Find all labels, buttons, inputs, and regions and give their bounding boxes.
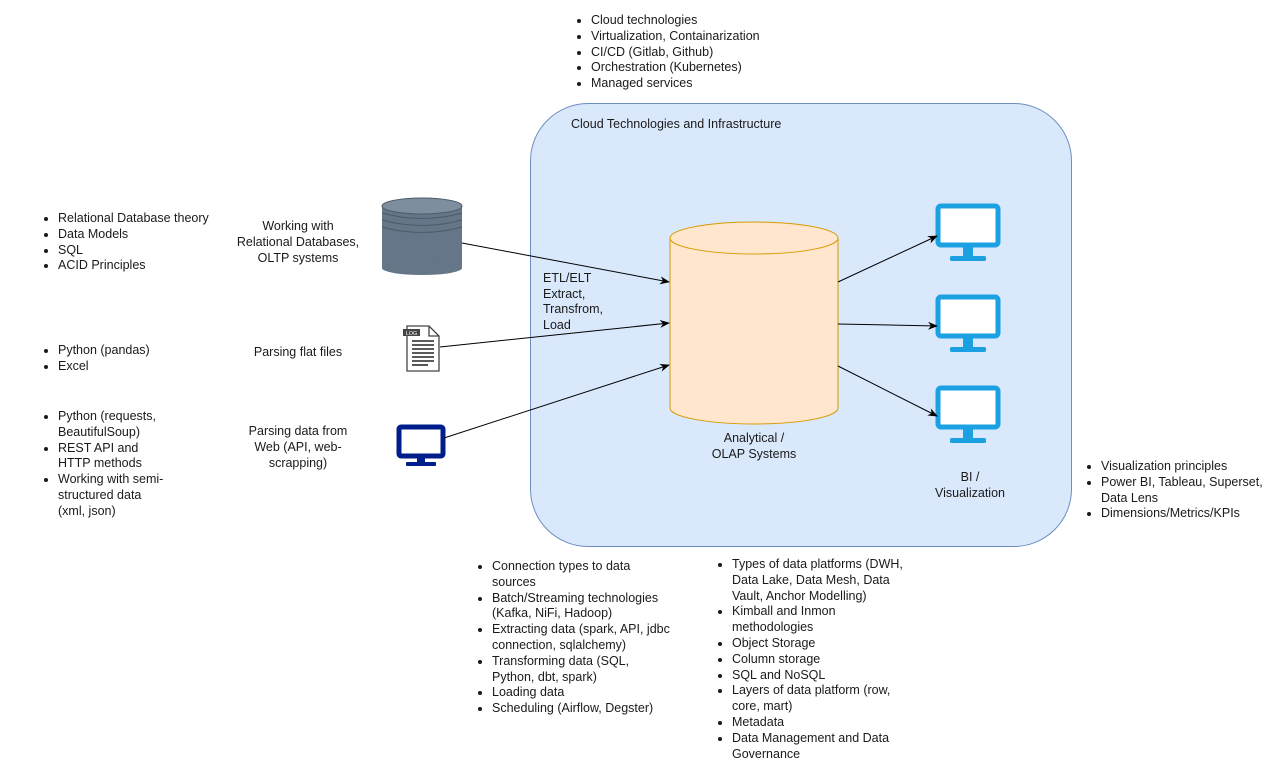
label-line: Working with: [262, 219, 334, 233]
top-bullet-list: Cloud technologies Virtualization, Conta…: [573, 13, 833, 92]
list-item: Relational Database theory: [58, 211, 230, 227]
list-item: Power BI, Tableau, Superset, Data Lens: [1101, 475, 1278, 507]
etl-label: ETL/ELT Extract, Transfrom, Load: [543, 271, 603, 333]
flat-files-bullet-list: Python (pandas) Excel: [40, 343, 230, 375]
web-bullet-list: Python (requests, BeautifulSoup) REST AP…: [40, 409, 170, 520]
list-item: Visualization principles: [1101, 459, 1278, 475]
list-item: Metadata: [732, 715, 919, 731]
list-item: Kimball and Inmon methodologies: [732, 604, 919, 636]
list-item: Column storage: [732, 652, 919, 668]
list-item: Data Models: [58, 227, 230, 243]
label-line: Load: [543, 317, 571, 332]
monitor-icon: [935, 385, 1001, 443]
label-line: Analytical /: [723, 431, 785, 445]
list-item: Cloud technologies: [591, 13, 833, 29]
label-line: Visualization: [935, 486, 1005, 500]
list-item: CI/CD (Gitlab, Github): [591, 45, 833, 61]
list-item: Data Management and Data Governance: [732, 731, 919, 763]
list-item: Scheduling (Airflow, Degster): [492, 701, 674, 717]
arrow-olap-to-bi-2: [837, 321, 938, 330]
olap-label: Analytical / OLAP Systems: [684, 430, 824, 462]
bi-bullet-list: Visualization principles Power BI, Table…: [1083, 459, 1278, 522]
log-file-icon: LOG: [403, 325, 440, 372]
list-item: Extracting data (spark, API, jdbc connec…: [492, 622, 674, 654]
list-item: ACID Principles: [58, 258, 230, 274]
label-line: Extract,: [543, 286, 586, 301]
label-line: BI /: [960, 470, 980, 484]
bi-label: BI / Visualization: [915, 469, 1025, 501]
monitor-icon: [935, 294, 1001, 352]
relational-bullet-list: Relational Database theory Data Models S…: [40, 211, 230, 274]
list-item: SQL: [58, 243, 230, 259]
list-item: Dimensions/Metrics/KPIs: [1101, 506, 1278, 522]
list-item: Managed services: [591, 76, 833, 92]
list-item: Transforming data (SQL, Python, dbt, spa…: [492, 654, 674, 686]
list-item: Layers of data platform (row, core, mart…: [732, 683, 919, 715]
list-item: Excel: [58, 359, 230, 375]
list-item: Batch/Streaming technologies (Kafka, NiF…: [492, 591, 674, 623]
arrow-file-to-olap: [439, 319, 670, 348]
label-line: OLAP Systems: [711, 447, 797, 461]
olap-cylinder: [669, 221, 839, 425]
list-item: Object Storage: [732, 636, 919, 652]
cloud-title: Cloud Technologies and Infrastructure: [571, 117, 782, 131]
arrow-db-to-olap: [461, 242, 670, 285]
arrow-web-to-olap: [443, 363, 670, 439]
relational-label: Working with Relational Databases, OLTP …: [228, 218, 368, 266]
web-label: Parsing data from Web (API, web- scrappi…: [238, 423, 358, 471]
platform-bullet-list: Types of data platforms (DWH, Data Lake,…: [714, 557, 919, 762]
list-item: Virtualization, Containarization: [591, 29, 833, 45]
list-item: REST API and HTTP methods: [58, 441, 170, 473]
label-line: ETL/ELT: [543, 271, 592, 285]
log-icon-text: LOG: [406, 331, 418, 337]
list-item: Working with semi-structured data (xml, …: [58, 472, 170, 519]
arrow-olap-to-bi-1: [837, 235, 938, 283]
list-item: Connection types to data sources: [492, 559, 674, 591]
list-item: Python (pandas): [58, 343, 230, 359]
list-item: Loading data: [492, 685, 674, 701]
list-item: Orchestration (Kubernetes): [591, 60, 833, 76]
label-line: Transfrom,: [543, 302, 603, 316]
label-line: scrapping): [268, 456, 328, 470]
label-line: Web (API, web-: [254, 440, 342, 454]
monitor-icon: [396, 424, 446, 466]
label-line: Parsing data from: [248, 424, 348, 438]
list-item: SQL and NoSQL: [732, 668, 919, 684]
flat-files-label: Parsing flat files: [253, 345, 343, 359]
list-item: Types of data platforms (DWH, Data Lake,…: [732, 557, 919, 604]
arrow-olap-to-bi-3: [837, 365, 938, 417]
list-item: Python (requests, BeautifulSoup): [58, 409, 170, 441]
label-line: Relational Databases,: [236, 235, 360, 249]
monitor-icon: [935, 203, 1001, 261]
etl-bullet-list: Connection types to data sources Batch/S…: [474, 559, 674, 717]
label-line: OLTP systems: [257, 251, 339, 265]
database-cylinder-icon: [381, 197, 463, 275]
